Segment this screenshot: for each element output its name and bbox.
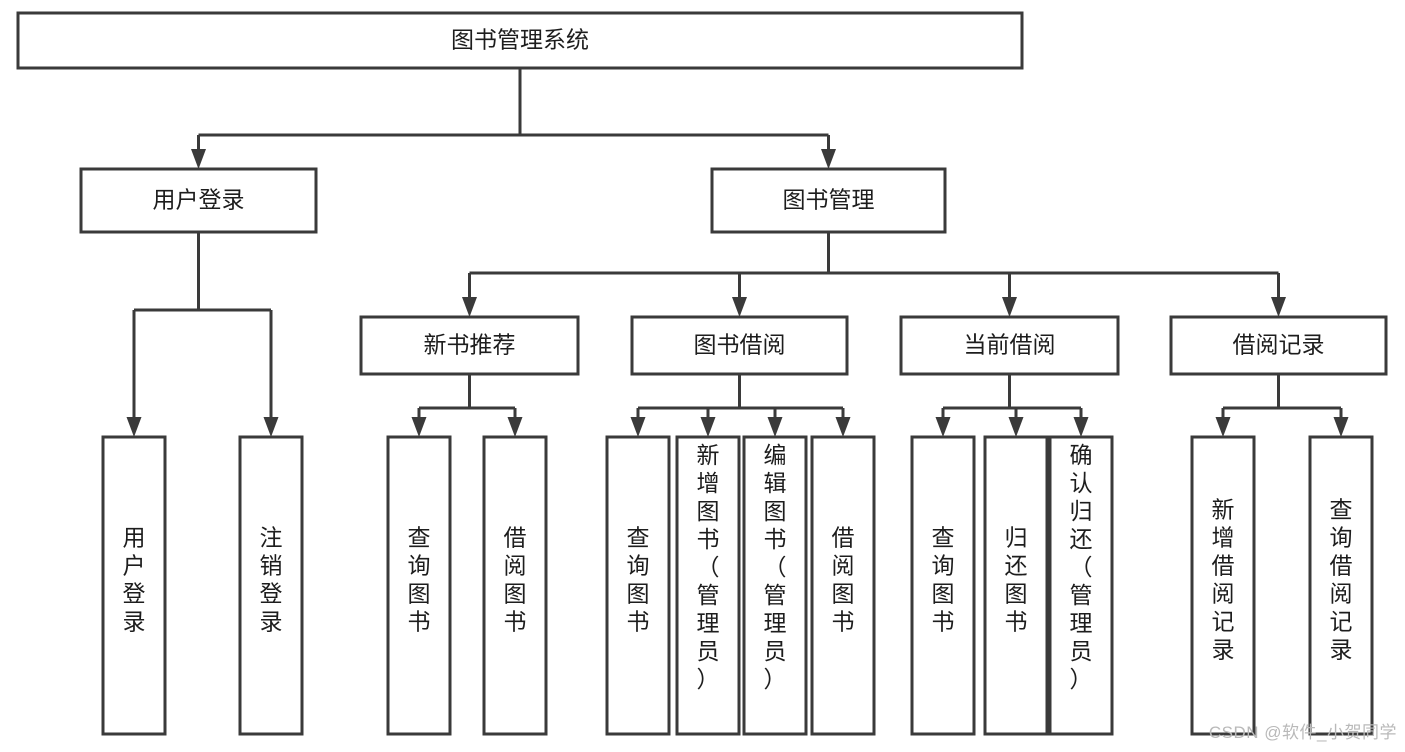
arrow-head-icon	[411, 417, 427, 437]
node-label: 编辑图书（管理员）	[764, 442, 787, 692]
node-label: 借阅图书	[504, 525, 527, 635]
arrow-head-icon	[263, 417, 279, 437]
node-box[interactable]	[675, 435, 741, 736]
node-book-manage[interactable]: 图书管理	[710, 167, 947, 234]
arrow-head-icon	[191, 149, 206, 169]
node-box[interactable]	[101, 435, 167, 736]
arrow-head-icon	[1271, 297, 1286, 317]
node-box[interactable]	[1048, 435, 1114, 736]
arrow-head-icon	[1073, 417, 1089, 437]
node-box[interactable]	[1169, 315, 1388, 376]
edge-group-root	[191, 68, 836, 169]
node-label: 图书借阅	[694, 332, 786, 358]
edge-group-book-borrow	[630, 374, 851, 437]
node-leaf-query-book-1[interactable]: 查询图书	[386, 435, 452, 736]
arrow-head-icon	[1215, 417, 1231, 437]
node-label: 图书管理	[783, 187, 875, 213]
node-box[interactable]	[1190, 435, 1256, 736]
node-box[interactable]	[386, 435, 452, 736]
arrow-head-icon	[700, 417, 716, 437]
arrow-head-icon	[767, 417, 783, 437]
arrow-head-icon	[1002, 297, 1017, 317]
edges-layer	[126, 68, 1349, 437]
node-leaf-query-book-2[interactable]: 查询图书	[605, 435, 671, 736]
node-leaf-query-record[interactable]: 查询借阅记录	[1308, 435, 1374, 736]
arrow-head-icon	[462, 297, 477, 317]
edge-group-current-borrow	[935, 374, 1089, 437]
node-label: 当前借阅	[964, 332, 1056, 358]
node-label: 新书推荐	[424, 332, 516, 358]
arrow-head-icon	[1008, 417, 1024, 437]
node-root[interactable]: 图书管理系统	[16, 11, 1024, 70]
node-label: 借阅记录	[1233, 332, 1325, 358]
node-label: 借阅图书	[832, 525, 855, 635]
node-leaf-edit-book[interactable]: 编辑图书（管理员）	[742, 435, 808, 736]
node-leaf-user-login[interactable]: 用户登录	[101, 435, 167, 736]
node-label: 归还图书	[1005, 525, 1028, 635]
arrow-head-icon	[835, 417, 851, 437]
edge-group-borrow-record	[1215, 374, 1349, 437]
node-user-login[interactable]: 用户登录	[79, 167, 318, 234]
arrow-head-icon	[821, 149, 836, 169]
node-box[interactable]	[899, 315, 1120, 376]
node-borrow-record[interactable]: 借阅记录	[1169, 315, 1388, 376]
node-box[interactable]	[810, 435, 876, 736]
node-box[interactable]	[482, 435, 548, 736]
node-leaf-logout[interactable]: 注销登录	[238, 435, 304, 736]
node-label: 确认归还（管理员）	[1070, 442, 1093, 692]
node-label: 查询图书	[932, 525, 955, 635]
node-label: 用户登录	[153, 187, 245, 213]
node-label: 新增借阅记录	[1212, 497, 1235, 663]
arrow-head-icon	[1333, 417, 1349, 437]
node-book-borrow[interactable]: 图书借阅	[630, 315, 849, 376]
node-box[interactable]	[630, 315, 849, 376]
node-box[interactable]	[1308, 435, 1374, 736]
node-label: 注销登录	[260, 525, 283, 635]
node-label: 查询借阅记录	[1330, 497, 1353, 663]
node-box[interactable]	[605, 435, 671, 736]
arrow-head-icon	[126, 417, 142, 437]
node-leaf-add-book[interactable]: 新增图书（管理员）	[675, 435, 741, 736]
node-box[interactable]	[710, 167, 947, 234]
node-leaf-query-book-3[interactable]: 查询图书	[910, 435, 976, 736]
node-box[interactable]	[983, 435, 1049, 736]
node-label: 查询图书	[408, 525, 431, 635]
arrow-head-icon	[732, 297, 747, 317]
node-label: 新增图书（管理员）	[697, 442, 720, 692]
node-leaf-return-book[interactable]: 归还图书	[983, 435, 1049, 736]
node-box[interactable]	[742, 435, 808, 736]
arrow-head-icon	[935, 417, 951, 437]
node-label: 用户登录	[123, 525, 146, 635]
node-leaf-borrow-book-1[interactable]: 借阅图书	[482, 435, 548, 736]
node-box[interactable]	[238, 435, 304, 736]
node-new-book-rec[interactable]: 新书推荐	[359, 315, 580, 376]
node-box[interactable]	[79, 167, 318, 234]
node-box[interactable]	[910, 435, 976, 736]
node-box[interactable]	[359, 315, 580, 376]
node-label: 图书管理系统	[451, 27, 589, 53]
node-leaf-confirm-return[interactable]: 确认归还（管理员）	[1048, 435, 1114, 736]
edge-group-user-login	[126, 232, 279, 437]
nodes-layer: 图书管理系统用户登录图书管理新书推荐图书借阅当前借阅借阅记录用户登录注销登录查询…	[16, 11, 1388, 736]
node-current-borrow[interactable]: 当前借阅	[899, 315, 1120, 376]
edge-group-book-manage	[462, 232, 1286, 317]
node-leaf-add-record[interactable]: 新增借阅记录	[1190, 435, 1256, 736]
edge-group-new-book-rec	[411, 374, 523, 437]
node-box[interactable]	[16, 11, 1024, 70]
arrow-head-icon	[630, 417, 646, 437]
node-label: 查询图书	[627, 525, 650, 635]
arrow-head-icon	[507, 417, 523, 437]
node-leaf-borrow-book-2[interactable]: 借阅图书	[810, 435, 876, 736]
